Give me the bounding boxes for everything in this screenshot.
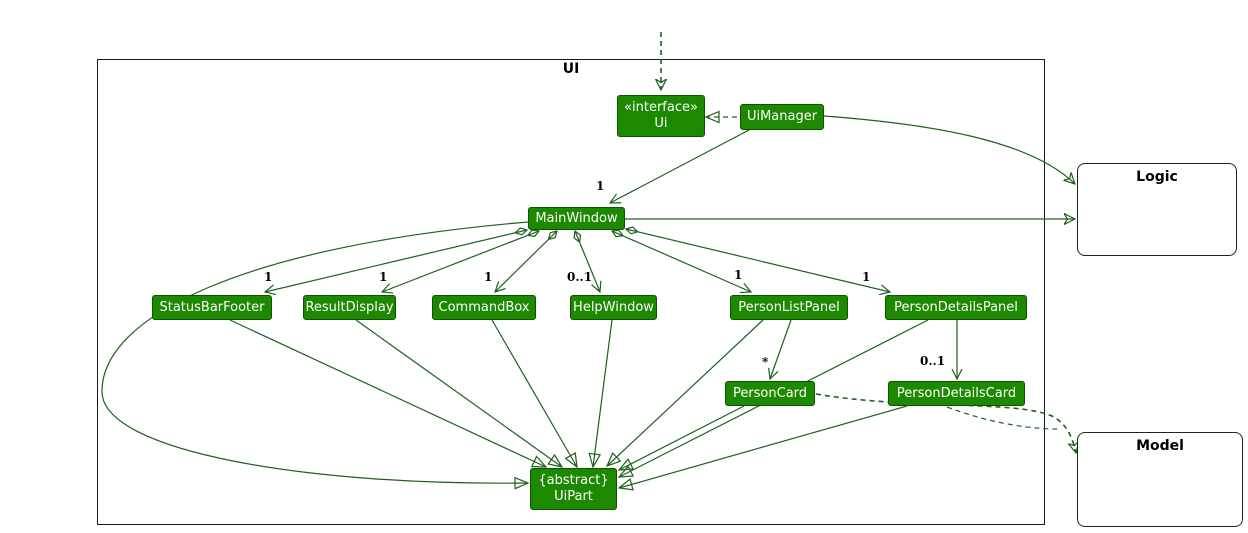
- ui-frame-label: UI: [562, 61, 580, 77]
- component-model: Model: [1077, 432, 1243, 527]
- class-statusbarfooter-label: StatusBarFooter: [159, 299, 265, 315]
- class-helpwindow-label: HelpWindow: [573, 299, 654, 315]
- ui-frame: [97, 59, 1045, 525]
- class-resultdisplay: ResultDisplay: [303, 295, 396, 320]
- multiplicity-commandbox: 1: [484, 270, 493, 284]
- class-persondetailscard-label: PersonDetailsCard: [896, 385, 1017, 401]
- class-mainwindow-label: MainWindow: [535, 210, 618, 226]
- class-uipart-abstract: {abstract} UiPart: [530, 468, 617, 510]
- multiplicity-personcard: *: [762, 355, 769, 369]
- multiplicity-statusbarfooter: 1: [264, 270, 273, 284]
- class-personlistpanel: PersonListPanel: [730, 295, 848, 320]
- class-ui-stereotype: «interface»: [624, 100, 698, 116]
- class-persondetailscard: PersonDetailsCard: [888, 381, 1025, 406]
- class-uipart-stereotype: {abstract}: [538, 473, 609, 489]
- multiplicity-persondetailscard: 0..1: [920, 354, 946, 368]
- multiplicity-helpwindow: 0..1: [567, 270, 593, 284]
- class-personlistpanel-label: PersonListPanel: [738, 299, 840, 315]
- class-resultdisplay-label: ResultDisplay: [305, 299, 394, 315]
- multiplicity-mainwindow: 1: [596, 179, 605, 193]
- class-helpwindow: HelpWindow: [570, 295, 657, 320]
- class-uipart-label: UiPart: [554, 489, 593, 504]
- multiplicity-resultdisplay: 1: [379, 270, 388, 284]
- component-logic-label: Logic: [1136, 169, 1178, 185]
- class-personcard: PersonCard: [725, 381, 815, 406]
- class-mainwindow: MainWindow: [528, 207, 625, 230]
- multiplicity-personlistpanel: 1: [734, 268, 743, 282]
- class-personcard-label: PersonCard: [732, 385, 808, 401]
- component-logic: Logic: [1077, 163, 1237, 256]
- class-ui-label: Ui: [654, 116, 668, 131]
- class-persondetailspanel: PersonDetailsPanel: [885, 295, 1027, 320]
- class-uimanager: UiManager: [740, 104, 824, 130]
- class-ui-interface: «interface» Ui: [617, 95, 705, 137]
- multiplicity-persondetailspanel: 1: [862, 270, 871, 284]
- component-model-label: Model: [1136, 438, 1184, 454]
- class-statusbarfooter: StatusBarFooter: [152, 295, 272, 320]
- class-commandbox: CommandBox: [432, 295, 536, 320]
- class-commandbox-label: CommandBox: [438, 299, 530, 315]
- class-uimanager-label: UiManager: [746, 109, 818, 125]
- class-persondetailspanel-label: PersonDetailsPanel: [894, 299, 1018, 315]
